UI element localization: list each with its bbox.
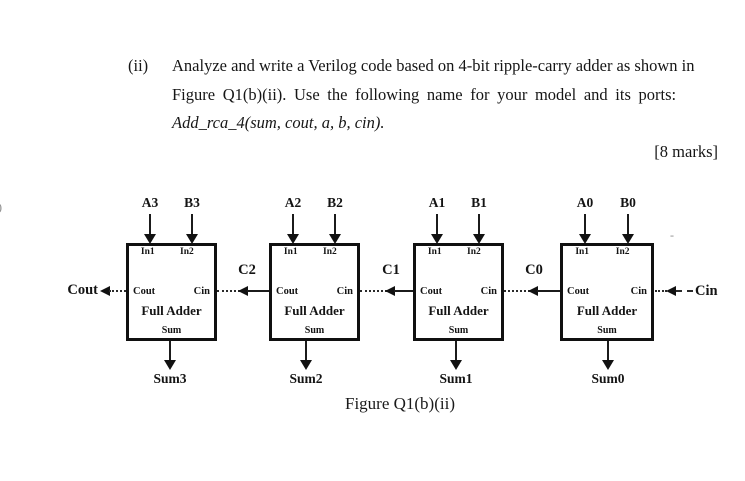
wire-sum3-output <box>169 341 171 362</box>
input-b2-label: B2 <box>327 195 343 210</box>
arrowhead-down-icon <box>602 360 614 370</box>
arrowhead-down-icon <box>622 234 634 244</box>
port-in2-label: In2 <box>615 247 630 257</box>
wire-a3-input <box>149 214 151 235</box>
arrowhead-down-icon <box>579 234 591 244</box>
arrowhead-left-icon <box>666 286 676 296</box>
port-cout-label: Cout <box>420 286 443 297</box>
full-adder-block-bit0: A0 B0 In1 In2 Cout Cin Full Adder Sum Su… <box>560 195 654 395</box>
carry-c1-label: C1 <box>382 262 400 278</box>
wire-sum0-output <box>607 341 609 362</box>
wire-cin-dashed <box>676 290 693 292</box>
full-adder-title: Full Adder <box>141 303 202 318</box>
external-cout-label: Cout <box>67 282 98 298</box>
figure-caption: Figure Q1(b)(ii) <box>344 394 455 413</box>
port-sum-label: Sum <box>597 325 617 336</box>
port-cout-label: Cout <box>567 286 590 297</box>
port-in1-label: In1 <box>140 247 155 257</box>
port-sum-label: Sum <box>448 325 469 336</box>
wire-c0-solid <box>537 290 560 292</box>
arrowhead-down-icon <box>164 360 176 370</box>
port-sum-label: Sum <box>304 325 325 336</box>
port-cout-label: Cout <box>133 286 156 297</box>
full-adder-block-bit1: A1 B1 In1 In2 Cout Cin Full Adder Sum Su… <box>413 195 504 395</box>
wire-sum2-output <box>305 341 307 362</box>
arrowhead-down-icon <box>287 234 299 244</box>
port-cin-label: Cin <box>336 286 353 297</box>
input-a1-label: A1 <box>428 195 446 210</box>
output-sum0-label: Sum0 <box>591 371 625 386</box>
port-in2-label: In2 <box>180 247 194 257</box>
wire-a1-input <box>436 214 438 235</box>
wire-b0-input <box>627 214 629 235</box>
arrowhead-down-icon <box>300 360 312 370</box>
input-b3-label: B3 <box>184 195 200 210</box>
port-cin-label: Cin <box>193 286 210 297</box>
port-in1-label: In1 <box>427 247 442 257</box>
wire-c1-dotted <box>360 290 387 292</box>
wire-c1-solid <box>394 290 413 292</box>
full-adder-box: In1 In2 Cout Cin Full Adder Sum <box>126 243 217 341</box>
marks-label: [8 marks] <box>654 142 718 161</box>
input-b0-label: B0 <box>620 195 636 210</box>
question-line-2: Figure Q1(b)(ii). Use the following name… <box>172 85 677 104</box>
output-sum1-label: Sum1 <box>439 371 473 386</box>
port-cout-label: Cout <box>276 286 299 297</box>
carry-c2-label: C2 <box>238 262 256 278</box>
arrowhead-left-icon <box>238 286 248 296</box>
full-adder-box: In1 In2 Cout Cin Full Adder Sum <box>413 243 504 341</box>
output-sum3-label: Sum3 <box>153 371 187 386</box>
wire-cout-dotted <box>109 290 126 292</box>
port-cin-label: Cin <box>480 286 497 297</box>
question-line-3-port-list: Add_rca_4(sum, cout, a, b, cin). <box>172 113 385 132</box>
full-adder-box: In1 In2 Cout Cin Full Adder Sum <box>269 243 360 341</box>
port-sum-label: Sum <box>161 325 182 336</box>
input-a0-label: A0 <box>576 195 594 210</box>
carry-c0-label: C0 <box>525 262 543 278</box>
output-sum2-label: Sum2 <box>289 371 323 386</box>
arrowhead-left-icon <box>385 286 395 296</box>
full-adder-title: Full Adder <box>284 303 345 318</box>
external-cin-label: Cin <box>695 283 718 299</box>
full-adder-title: Full Adder <box>428 303 489 318</box>
wire-c2-dotted <box>217 290 240 292</box>
question-line-1: Analyze and write a Verilog code based o… <box>172 56 695 75</box>
question-item-number: (ii) <box>128 56 149 75</box>
port-in2-label: In2 <box>467 247 481 257</box>
wire-a0-input <box>584 214 586 235</box>
arrowhead-down-icon <box>144 234 156 244</box>
full-adder-box: In1 In2 Cout Cin Full Adder Sum <box>560 243 654 341</box>
input-a3-label: A3 <box>141 195 159 210</box>
full-adder-title: Full Adder <box>576 303 638 318</box>
wire-a2-input <box>292 214 294 235</box>
scan-artifact-left-edge: ) <box>0 200 2 215</box>
port-in1-label: In1 <box>283 247 298 257</box>
input-a2-label: A2 <box>284 195 302 210</box>
wire-b2-input <box>334 214 336 235</box>
arrowhead-down-icon <box>431 234 443 244</box>
arrowhead-down-icon <box>450 360 462 370</box>
wire-sum1-output <box>455 341 457 362</box>
wire-b3-input <box>191 214 193 235</box>
arrowhead-down-icon <box>186 234 198 244</box>
scan-artifact-dash: - <box>670 228 674 242</box>
port-in2-label: In2 <box>323 247 337 257</box>
full-adder-block-bit2: A2 B2 In1 In2 Cout Cin Full Adder Sum Su… <box>269 195 360 395</box>
arrowhead-down-icon <box>473 234 485 244</box>
port-in1-label: In1 <box>575 247 590 257</box>
wire-cin-dotted <box>655 290 667 292</box>
arrowhead-left-icon <box>100 286 110 296</box>
port-cin-label: Cin <box>630 286 647 297</box>
wire-b1-input <box>478 214 480 235</box>
arrowhead-down-icon <box>329 234 341 244</box>
full-adder-block-bit3: A3 B3 In1 In2 Cout Cin Full Adder Sum Su… <box>126 195 217 395</box>
wire-c2-solid <box>247 290 269 292</box>
arrowhead-left-icon <box>528 286 538 296</box>
wire-c0-dotted <box>504 290 530 292</box>
input-b1-label: B1 <box>471 195 487 210</box>
